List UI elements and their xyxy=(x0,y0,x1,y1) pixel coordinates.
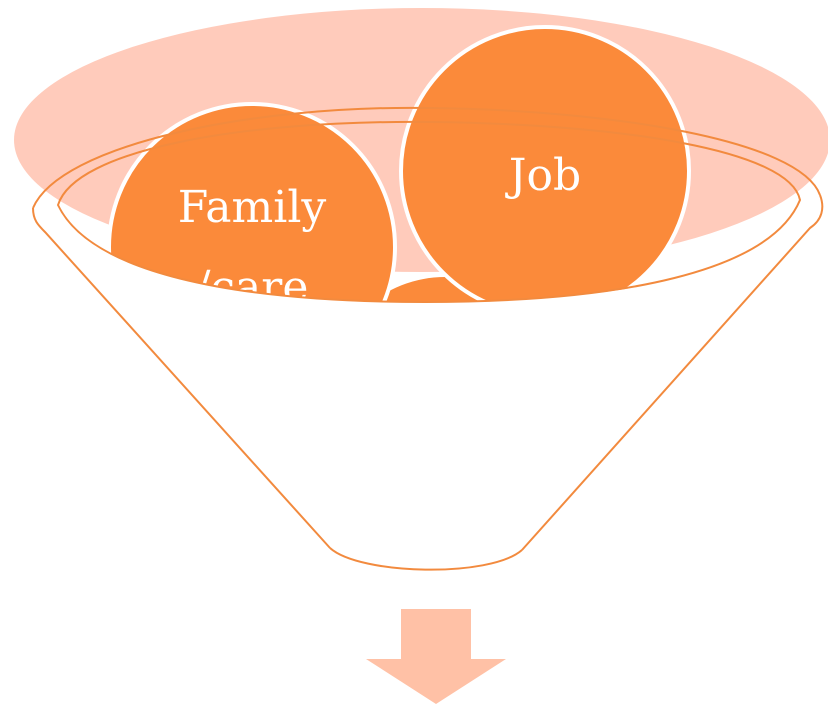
circle-job xyxy=(399,25,691,302)
funnel-outline xyxy=(32,106,824,571)
circle-family-care xyxy=(107,102,397,302)
family-care-label-line1: Family xyxy=(178,182,327,233)
family-care-label-line2: /care xyxy=(196,262,309,313)
funnel-inner-rim xyxy=(56,120,802,304)
job-label: Job xyxy=(505,150,581,201)
funnel-right-side xyxy=(521,194,824,551)
funnel-outer-rim xyxy=(32,106,821,209)
funnel-bottom xyxy=(329,547,523,571)
circle-center-hidden xyxy=(323,273,567,302)
down-arrow xyxy=(366,609,506,704)
funnel-left-side xyxy=(32,207,331,549)
